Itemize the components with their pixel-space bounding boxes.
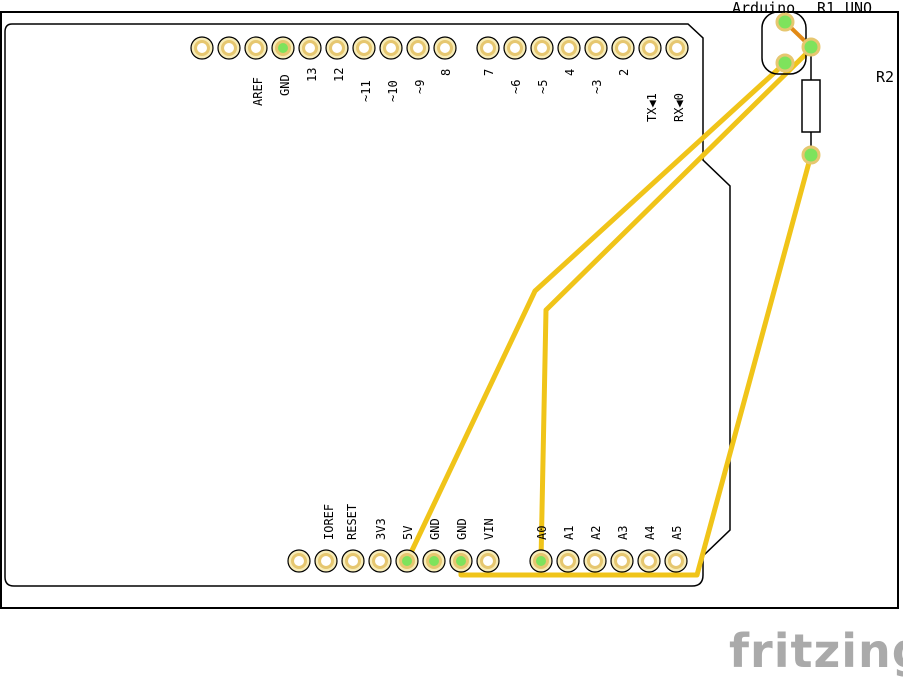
bottom-pad-1[interactable] xyxy=(287,549,311,573)
bottom-pad-6[interactable] xyxy=(422,549,446,573)
pin-label-a2: A2 xyxy=(589,526,603,540)
shield-outline xyxy=(4,23,731,587)
r2-pads xyxy=(801,37,821,165)
r1-pad-2[interactable] xyxy=(775,53,795,73)
pin-label-gnd-1: GND xyxy=(428,518,442,540)
fritzing-logo: fritzing xyxy=(729,624,903,678)
arduino-label: Arduino xyxy=(732,0,795,17)
r2-body[interactable] xyxy=(801,79,821,133)
pin-label-reset: RESET xyxy=(345,504,359,540)
bottom-pad-7[interactable] xyxy=(449,549,473,573)
bottom-pad-2[interactable] xyxy=(314,549,338,573)
bottom-pad-3[interactable] xyxy=(341,549,365,573)
pin-label-3: ~3 xyxy=(590,80,604,94)
traces xyxy=(404,44,816,578)
pin-label-8: 8 xyxy=(439,69,453,76)
bottom-pad-10[interactable] xyxy=(556,549,580,573)
top-pad-2[interactable] xyxy=(217,36,241,60)
bottom-pad-13[interactable] xyxy=(637,549,661,573)
top-pad-6[interactable] xyxy=(325,36,349,60)
pin-label-aref: AREF xyxy=(251,77,265,106)
bottom-pad-8[interactable] xyxy=(476,549,500,573)
r2-label: R2 xyxy=(876,68,894,86)
top-pad-11[interactable] xyxy=(476,36,500,60)
pin-label-13: 13 xyxy=(305,68,319,82)
bottom-pad-14[interactable] xyxy=(664,549,688,573)
pin-label-rx0: RX◀0 xyxy=(672,93,686,122)
r2-pad-1[interactable] xyxy=(801,37,821,57)
top-pad-15[interactable] xyxy=(584,36,608,60)
r1-pads xyxy=(775,12,795,73)
pin-label-gnd-2: GND xyxy=(455,518,469,540)
top-pad-12[interactable] xyxy=(503,36,527,60)
pin-label-3v3: 3V3 xyxy=(374,518,388,540)
pin-label-4: 4 xyxy=(563,69,577,76)
r2-pad-2[interactable] xyxy=(801,145,821,165)
r1-pad-1[interactable] xyxy=(775,12,795,32)
pin-label-a5: A5 xyxy=(670,526,684,540)
pin-label-vin: VIN xyxy=(482,518,496,540)
top-pad-1[interactable] xyxy=(190,36,214,60)
top-pad-3[interactable] xyxy=(244,36,268,60)
bottom-header-labels: IOREF RESET 3V3 5V GND GND VIN A0 A1 A2 … xyxy=(322,504,684,540)
top-pad-18[interactable] xyxy=(665,36,689,60)
bottom-header-pads xyxy=(287,549,688,573)
bottom-pad-5[interactable] xyxy=(395,549,419,573)
pin-label-ioref: IOREF xyxy=(322,504,336,540)
bottom-pad-4[interactable] xyxy=(368,549,392,573)
bottom-pad-12[interactable] xyxy=(610,549,634,573)
pin-label-12: 12 xyxy=(332,68,346,82)
top-pad-10[interactable] xyxy=(433,36,457,60)
uno-label: UNO xyxy=(845,0,872,17)
pcb-frame xyxy=(0,11,899,609)
pin-label-2: 2 xyxy=(617,69,631,76)
pin-label-gnd-top: GND xyxy=(278,74,292,96)
bottom-pad-11[interactable] xyxy=(583,549,607,573)
top-header-labels: AREF GND 13 12 ~11 ~10 ~9 8 7 ~6 ~5 4 ~3… xyxy=(251,68,686,122)
pin-label-a0: A0 xyxy=(535,526,549,540)
pin-label-a4: A4 xyxy=(643,526,657,540)
pin-label-a1: A1 xyxy=(562,526,576,540)
pin-label-10: ~10 xyxy=(386,80,400,102)
top-pad-8[interactable] xyxy=(379,36,403,60)
pin-label-5v: 5V xyxy=(401,526,415,540)
top-pad-13[interactable] xyxy=(530,36,554,60)
top-pad-9[interactable] xyxy=(406,36,430,60)
top-header-pads xyxy=(190,36,689,60)
pin-label-6: ~6 xyxy=(509,80,523,94)
pin-label-a3: A3 xyxy=(616,526,630,540)
top-pad-5[interactable] xyxy=(298,36,322,60)
pin-label-7: 7 xyxy=(482,69,496,76)
r1-label: R1 xyxy=(817,0,835,17)
pin-label-9: ~9 xyxy=(413,80,427,94)
trace-5v xyxy=(404,60,788,564)
top-pad-7[interactable] xyxy=(352,36,376,60)
bottom-pad-9[interactable] xyxy=(529,549,553,573)
top-pad-14[interactable] xyxy=(557,36,581,60)
top-pad-17[interactable] xyxy=(638,36,662,60)
trace-a0 xyxy=(538,44,816,564)
top-pad-16[interactable] xyxy=(611,36,635,60)
top-pad-4[interactable] xyxy=(271,36,295,60)
pin-label-11: ~11 xyxy=(359,80,373,102)
pin-label-tx1: TX◀1 xyxy=(645,93,659,122)
pin-label-5: ~5 xyxy=(536,80,550,94)
